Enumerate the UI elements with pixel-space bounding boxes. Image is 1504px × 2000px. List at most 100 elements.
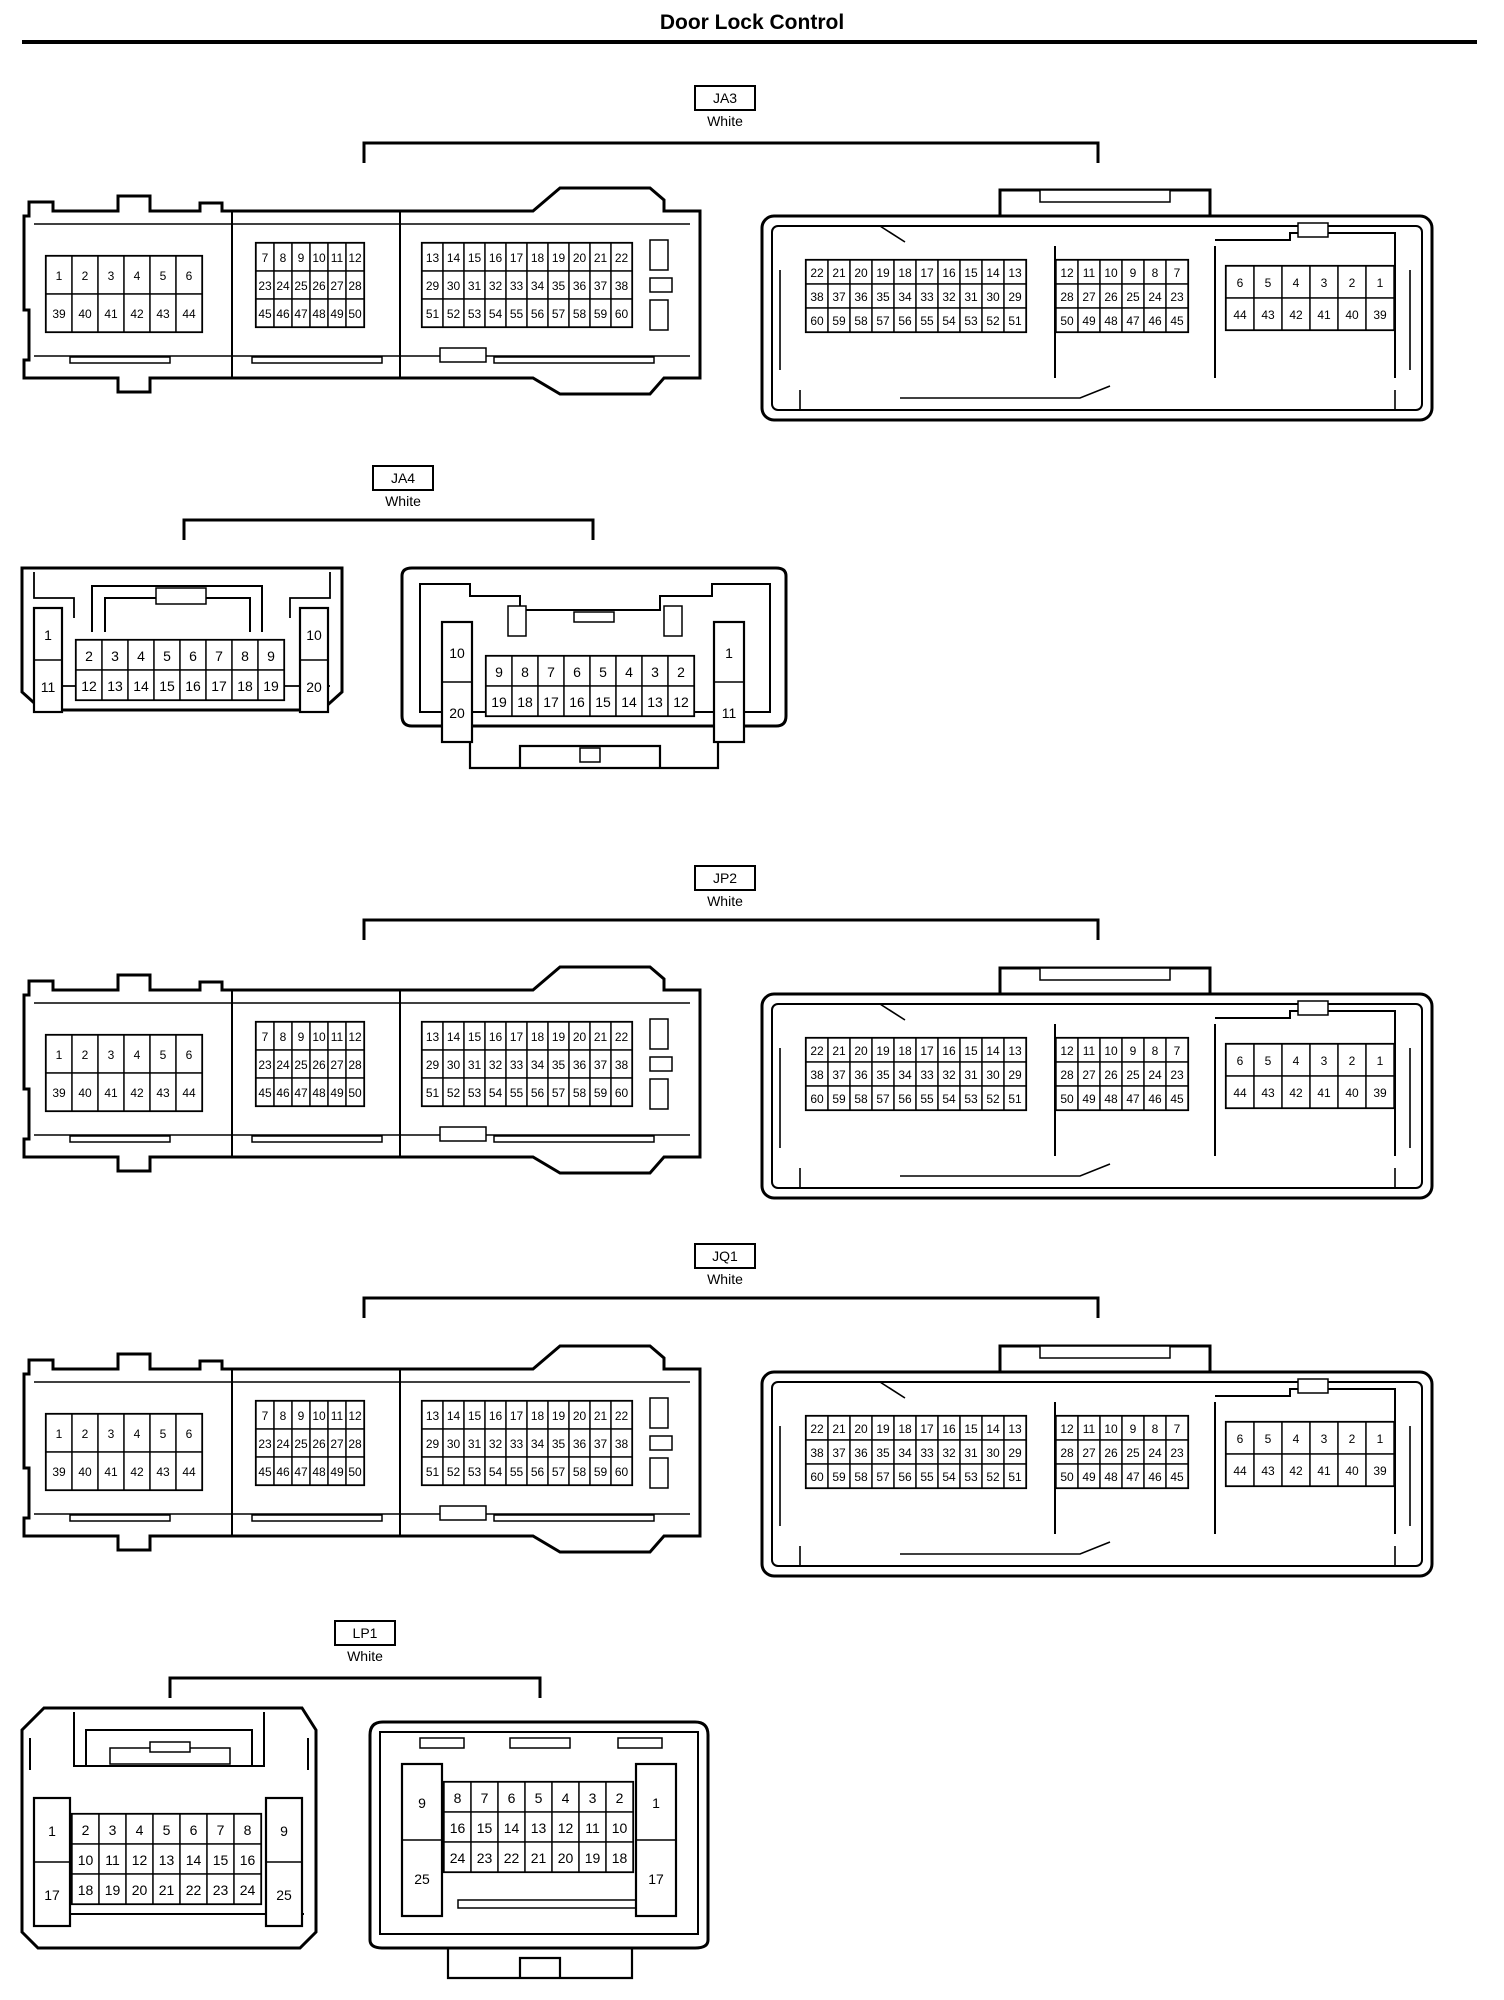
pin-label: 58 <box>573 1086 587 1100</box>
pin-label: 6 <box>1237 276 1244 290</box>
pin-label: 43 <box>156 1086 170 1100</box>
pin-label: 5 <box>160 269 167 283</box>
pin-label: 10 <box>78 1852 94 1868</box>
pin-label: 53 <box>468 307 482 321</box>
pin-label: 9 <box>418 1795 426 1811</box>
pin-cell <box>123 255 151 295</box>
connector-bottom-key <box>446 1948 634 1980</box>
pin-cell <box>127 669 155 701</box>
pin-cell <box>589 655 617 687</box>
pin-label: 3 <box>111 648 119 664</box>
key-notch <box>1039 189 1171 203</box>
pin-label: 14 <box>986 1044 1000 1058</box>
pin-label: 16 <box>185 678 201 694</box>
pin-label: 26 <box>312 279 326 293</box>
pin-cell <box>345 1077 365 1107</box>
connector-outline <box>22 1344 702 1554</box>
pin-label: 2 <box>85 648 93 664</box>
pin-label: 10 <box>1104 1044 1118 1058</box>
pin-label: 39 <box>1373 1086 1387 1100</box>
pin-label: 59 <box>832 1470 846 1484</box>
bracket-line <box>362 141 1100 163</box>
pin-label: 47 <box>1126 1470 1140 1484</box>
pin-cell <box>1281 265 1311 299</box>
pin-label: 14 <box>621 694 637 710</box>
pin-label: 28 <box>1060 1068 1074 1082</box>
pin-label: 15 <box>468 1409 482 1423</box>
latch-tab <box>149 1741 191 1753</box>
pin-label: 44 <box>182 307 196 321</box>
pin-label: 15 <box>468 1030 482 1044</box>
pin-label: 7 <box>262 251 269 265</box>
pin-label: 38 <box>810 1446 824 1460</box>
pin-label: 5 <box>1265 1054 1272 1068</box>
pin-label: 20 <box>132 1882 148 1898</box>
pin-label: 2 <box>1349 1054 1356 1068</box>
pin-label: 11 <box>1083 1044 1096 1058</box>
pin-label: 60 <box>615 1086 629 1100</box>
pin-label: 18 <box>517 694 533 710</box>
pin-label: 16 <box>240 1852 256 1868</box>
pin-label: 25 <box>294 1437 308 1451</box>
pin-label: 22 <box>615 1409 629 1423</box>
connector-code-box <box>694 865 756 891</box>
pin-label: 48 <box>1104 314 1118 328</box>
pin-cell <box>101 669 129 701</box>
pin-label: 11 <box>1083 1422 1096 1436</box>
pin-label: 43 <box>1261 1464 1275 1478</box>
pin-cell <box>152 1873 181 1905</box>
pin-cell <box>641 655 669 687</box>
pin-label: 55 <box>510 1465 524 1479</box>
latch-tab <box>155 587 207 605</box>
lock-tab <box>649 239 669 271</box>
pin-cell <box>1365 265 1395 299</box>
pin-cell <box>1225 1421 1255 1455</box>
pin-label: 2 <box>82 269 89 283</box>
pin-label: 39 <box>52 1086 66 1100</box>
pin-label: 21 <box>594 1030 608 1044</box>
pin-label: 33 <box>920 1068 934 1082</box>
pin-cell <box>563 685 591 717</box>
pin-cell <box>125 1873 154 1905</box>
pin-label: 60 <box>615 1465 629 1479</box>
housing-inner-line <box>34 223 690 357</box>
pin-label: 3 <box>1321 1432 1328 1446</box>
lock-tab <box>507 605 527 637</box>
pin-label: 6 <box>1237 1432 1244 1446</box>
pin-label: 12 <box>348 251 362 265</box>
pin-label: 7 <box>217 1822 225 1838</box>
pin-label: 55 <box>920 314 934 328</box>
lock-tab <box>649 1078 669 1110</box>
pin-cell <box>1309 265 1339 299</box>
pin-cell <box>497 1841 526 1873</box>
pin-label: 20 <box>306 679 322 695</box>
pin-cell <box>1365 1453 1395 1487</box>
pin-cell <box>149 293 177 333</box>
pin-label: 7 <box>1174 266 1181 280</box>
bracket-line <box>362 918 1100 940</box>
pin-cell <box>1337 1453 1367 1487</box>
pin-cell <box>1281 297 1311 331</box>
pin-label: 56 <box>531 307 545 321</box>
lock-tab <box>649 277 673 293</box>
connector-outline <box>22 965 702 1175</box>
pin-cell <box>485 655 513 687</box>
pin-label: 12 <box>558 1820 574 1836</box>
pin-label: 16 <box>942 1422 956 1436</box>
pin-label: 24 <box>1148 290 1162 304</box>
pin-label: 25 <box>276 1887 292 1903</box>
pin-cell <box>1165 307 1189 333</box>
lock-tab <box>663 605 683 637</box>
pin-label: 23 <box>258 1058 272 1072</box>
pin-label: 41 <box>1317 1464 1331 1478</box>
pin-label: 4 <box>137 648 145 664</box>
pin-label: 21 <box>594 1409 608 1423</box>
pin-label: 60 <box>810 1092 824 1106</box>
latch-slot <box>251 1135 383 1143</box>
side-pin-column: 925 <box>264 1796 304 1928</box>
pin-label: 31 <box>468 1437 482 1451</box>
pin-cell <box>97 293 125 333</box>
